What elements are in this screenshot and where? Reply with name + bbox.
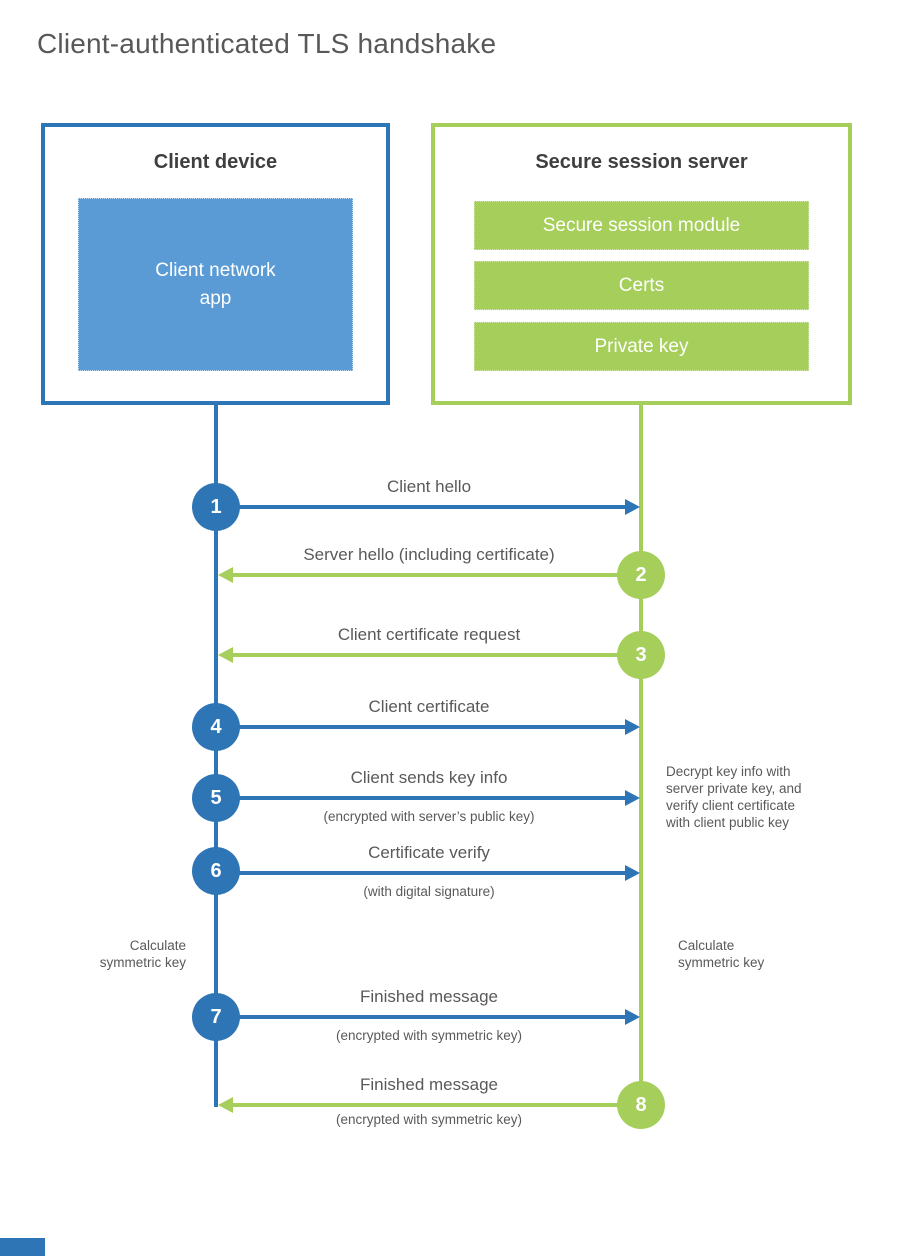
server-lifeline	[639, 405, 643, 1105]
client-device-box: Client device Client network app	[41, 123, 390, 405]
client-network-app-box: Client network app	[78, 198, 353, 371]
step-3-label: Client certificate request	[337, 625, 521, 644]
step-7-sublabel: (encrypted with symmetric key)	[335, 1028, 523, 1043]
step-3-number-badge: 3	[617, 631, 665, 679]
step-7-arrowhead-icon	[625, 1009, 640, 1025]
page-title: Client-authenticated TLS handshake	[37, 28, 497, 59]
secure-session-module-bar: Secure session module	[474, 201, 809, 250]
client-device-heading: Client device	[153, 151, 278, 173]
step-2-label: Server hello (including certificate)	[303, 545, 555, 564]
step-5-label: Client sends key info	[350, 768, 508, 787]
secure-session-server-heading: Secure session server	[535, 151, 748, 173]
client-calculate-symmetric-key-note: Calculate symmetric key	[99, 938, 186, 970]
step-5-arrowhead-icon	[625, 790, 640, 806]
step-8-number-badge: 8	[617, 1081, 665, 1129]
step-6-arrow-line	[216, 871, 626, 875]
step-7-arrow-line	[216, 1015, 626, 1019]
step-3-arrowhead-icon	[218, 647, 233, 663]
step-5-arrow-line	[216, 796, 626, 800]
step-5-sublabel: (encrypted with server’s public key)	[323, 809, 535, 824]
client-lifeline	[214, 405, 218, 1107]
step-1-arrowhead-icon	[625, 499, 640, 515]
step-4-arrowhead-icon	[625, 719, 640, 735]
step-8-sublabel: (encrypted with symmetric key)	[335, 1112, 523, 1127]
step-8-arrow-line	[232, 1103, 641, 1107]
step-6-arrowhead-icon	[625, 865, 640, 881]
step-1-label: Client hello	[386, 477, 472, 496]
step-1-number-badge: 1	[192, 483, 240, 531]
step-4-arrow-line	[216, 725, 626, 729]
step-2-arrow-line	[232, 573, 641, 577]
step-4-number-badge: 4	[192, 703, 240, 751]
secure-session-server-box: Secure session server Secure session mod…	[431, 123, 852, 405]
certs-bar: Certs	[474, 261, 809, 310]
step-3-arrow-line	[232, 653, 641, 657]
step-7-number-badge: 7	[192, 993, 240, 1041]
step-1-arrow-line	[216, 505, 626, 509]
private-key-bar: Private key	[474, 322, 809, 371]
server-calculate-symmetric-key-note: Calculate symmetric key	[678, 938, 765, 970]
step-4-label: Client certificate	[368, 697, 490, 716]
step-2-number-badge: 2	[617, 551, 665, 599]
step-6-label: Certificate verify	[368, 843, 490, 862]
step-6-sublabel: (with digital signature)	[363, 884, 495, 899]
step-2-arrowhead-icon	[218, 567, 233, 583]
step-5-number-badge: 5	[192, 774, 240, 822]
step-8-arrowhead-icon	[218, 1097, 233, 1113]
step-7-label: Finished message	[360, 987, 498, 1006]
footer-fragment	[0, 1238, 45, 1256]
step-8-label: Finished message	[360, 1075, 498, 1094]
server-decrypt-note: Decrypt key info with server private key…	[666, 764, 802, 830]
step-6-number-badge: 6	[192, 847, 240, 895]
